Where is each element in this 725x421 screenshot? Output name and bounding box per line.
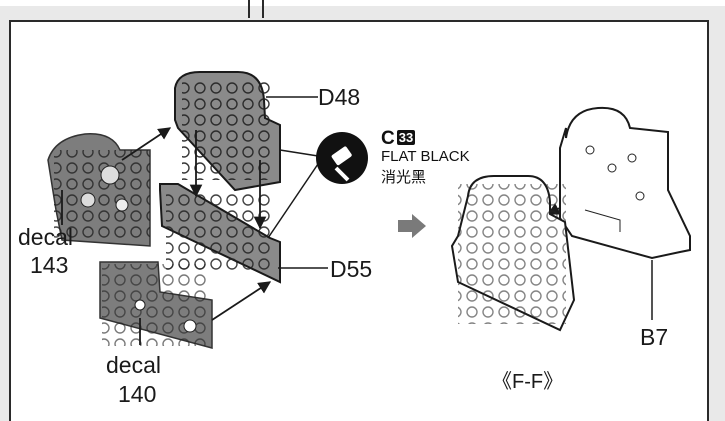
part-b7-image <box>559 106 691 260</box>
paint-code-letter: C <box>381 128 395 149</box>
paint-name-jp: 消光黑 <box>381 168 427 186</box>
label-d55: D55 <box>330 256 373 282</box>
paint-code-number: 33 <box>396 130 416 145</box>
label-decal-143-num: 143 <box>30 252 69 278</box>
divider-tick-left <box>248 0 250 18</box>
paint-name: FLAT BLACK <box>381 148 470 165</box>
divider-tick-right <box>262 0 264 18</box>
decal-140-image <box>99 261 213 349</box>
view-label: 《F-F》 <box>492 371 564 393</box>
label-d48: D48 <box>318 84 361 110</box>
decal-143-image <box>47 133 151 247</box>
part-d55-image <box>159 183 281 284</box>
assembled-panel-image <box>450 175 576 332</box>
label-leaders <box>266 96 653 320</box>
label-decal-140-word: decal <box>106 352 161 378</box>
top-strip <box>0 0 725 6</box>
label-b7: B7 <box>640 324 669 350</box>
label-decal-140-num: 140 <box>118 381 157 407</box>
next-arrow-icon <box>398 214 426 238</box>
part-d48-image <box>174 71 281 192</box>
paint-brush-icon <box>316 132 368 184</box>
label-decal-143-word: decal <box>18 224 73 250</box>
